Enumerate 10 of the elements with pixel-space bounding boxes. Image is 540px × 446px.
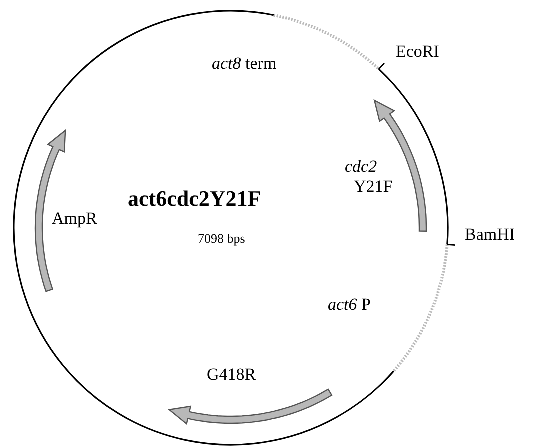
feature-label: AmpR (52, 210, 98, 227)
feature-label: act6 P (328, 296, 371, 313)
feature-label: G418R (207, 366, 256, 383)
plasmid-name: act6cdc2Y21F (128, 188, 262, 210)
plasmid-size: 7098 bps (198, 232, 246, 245)
site-label: BamHI (465, 226, 516, 243)
site-label: EcoRI (396, 43, 440, 60)
feature-label: Y21F (354, 178, 393, 195)
feature-label: act8 term (212, 55, 277, 72)
feature-label: cdc2 (345, 158, 378, 175)
